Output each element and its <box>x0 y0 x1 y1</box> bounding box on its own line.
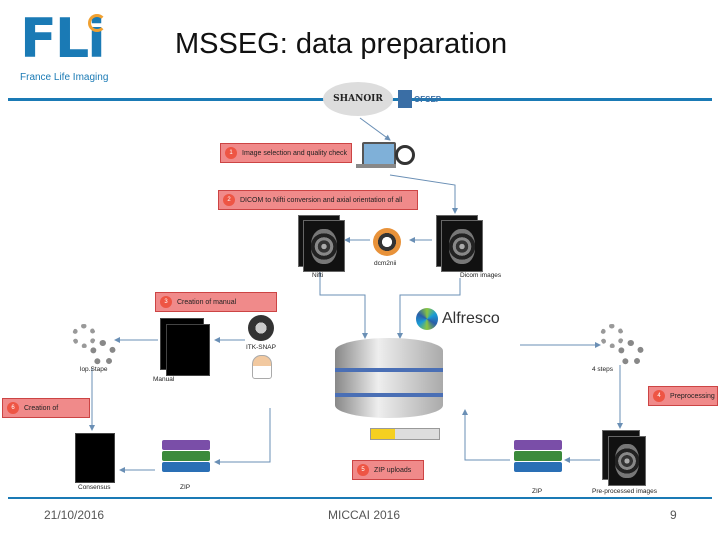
database-icon <box>335 338 443 418</box>
shanoir-logo: SHANOIR <box>323 82 393 116</box>
step-4-box: 4 Preprocessing <box>648 386 718 406</box>
logo-subtitle: France Life Imaging <box>20 72 109 83</box>
step-6-box: 6 Creation of <box>2 398 90 418</box>
step-6-label: Creation of <box>24 404 59 412</box>
manual-image-front <box>166 324 210 376</box>
consensus-image <box>75 433 115 483</box>
footer-date: 21/10/2016 <box>44 508 105 522</box>
alfresco-flower-icon <box>416 308 438 330</box>
gears-left-icon <box>72 324 116 366</box>
step-6-number: 6 <box>7 402 19 414</box>
step-1-label: Image selection and quality check <box>242 149 348 157</box>
nifti-label: Nifti <box>312 272 324 279</box>
database-base-icon <box>370 428 440 440</box>
itksnap-icon <box>248 315 274 341</box>
slide-title: MSSEG: data preparation <box>175 28 508 60</box>
ofsep-mark-icon <box>398 90 412 108</box>
zip-left-icon <box>162 440 210 473</box>
step-2-number: 2 <box>223 194 235 206</box>
ofsep-logo: OFSEP <box>398 88 454 110</box>
four-steps-label: 4 steps <box>592 366 613 373</box>
step-5-box: 5 ZIP uploads <box>352 460 424 480</box>
doctor-icon <box>252 355 272 379</box>
step-1-number: 1 <box>225 147 237 159</box>
magnifier-icon <box>395 145 415 165</box>
lop-stape-label: lop.Stape <box>80 366 108 373</box>
step-2-box: 2 DICOM to Nifti conversion and axial or… <box>218 190 418 210</box>
step-3-number: 3 <box>160 296 172 308</box>
zip-left-label: ZIP <box>180 484 191 491</box>
step-1-box: 1 Image selection and quality check <box>220 143 352 163</box>
footer-page-number: 9 <box>670 508 677 522</box>
step-4-number: 4 <box>653 390 665 402</box>
dicom-image-front <box>441 220 483 272</box>
preprocessed-label: Pre-processed images <box>592 488 658 495</box>
step-5-number: 5 <box>357 464 369 476</box>
zip-right-label: ZIP <box>532 488 543 495</box>
consensus-label: Consensus <box>78 484 111 491</box>
step-5-label: ZIP uploads <box>374 466 412 474</box>
laptop-base-icon <box>356 164 396 168</box>
footer-divider <box>8 497 712 499</box>
dcm2nii-gear-icon <box>373 228 401 256</box>
preprocessed-image-front <box>608 436 646 486</box>
footer-event: MICCAI 2016 <box>328 508 401 522</box>
alfresco-label: Alfresco <box>442 310 500 327</box>
ofsep-label: OFSEP <box>414 94 442 104</box>
manual-label: Manual <box>153 376 175 383</box>
step-3-box: 3 Creation of manual <box>155 292 277 312</box>
zip-right-icon <box>514 440 562 473</box>
nifti-image-front <box>303 220 345 272</box>
logo-swirl-icon <box>88 14 106 32</box>
step-2-label: DICOM to Nifti conversion and axial orie… <box>240 196 403 204</box>
gears-right-icon <box>600 324 644 366</box>
dcm2nii-label: dcm2nii <box>374 260 397 267</box>
dicom-images-label: Dicom images <box>460 272 502 279</box>
itksnap-label: ITK-SNAP <box>246 344 276 351</box>
laptop-icon <box>362 142 396 166</box>
step-3-label: Creation of manual <box>177 298 237 306</box>
step-4-label: Preprocessing <box>670 392 715 400</box>
